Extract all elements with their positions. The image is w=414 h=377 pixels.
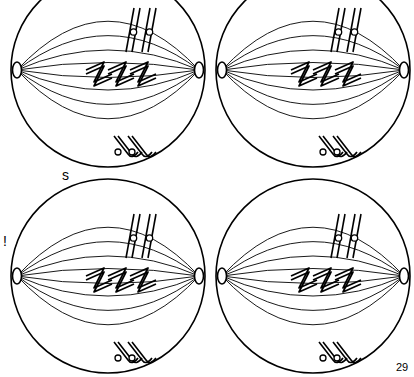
text-fragment: s xyxy=(62,168,69,182)
centromere xyxy=(130,29,136,35)
spindle-fibre xyxy=(222,36,404,70)
spindle-pole xyxy=(13,268,22,284)
spindle-fibre xyxy=(17,276,199,325)
cell-membrane xyxy=(216,0,410,167)
centromere xyxy=(351,235,357,241)
spindle-fibre xyxy=(17,21,199,70)
chromosome xyxy=(130,66,156,86)
chromosome xyxy=(337,342,361,363)
centromere xyxy=(320,149,326,155)
spindle-fibre xyxy=(17,36,199,70)
centromere xyxy=(129,355,135,361)
spindle-fibre xyxy=(222,242,404,276)
chromosome xyxy=(335,272,361,292)
dividing-cell xyxy=(216,0,410,167)
dividing-cell xyxy=(11,179,205,373)
spindle-fibre xyxy=(17,269,199,277)
spindle-pole xyxy=(400,268,409,284)
spindle-pole xyxy=(195,62,204,78)
spindle-fibre xyxy=(17,63,199,71)
page-number: 29 xyxy=(396,362,408,373)
centromere xyxy=(115,149,121,155)
spindle-fibre xyxy=(222,63,404,71)
cell-membrane xyxy=(216,179,410,373)
spindle-fibre xyxy=(17,50,199,70)
text-fragment: ! xyxy=(3,234,7,248)
chromosome xyxy=(86,272,112,292)
spindle-fibre xyxy=(222,70,404,119)
chromosome xyxy=(108,66,134,86)
spindle-pole xyxy=(13,62,22,78)
chromosome xyxy=(291,66,317,86)
centromere xyxy=(130,235,136,241)
chromosome xyxy=(108,272,134,292)
centromere xyxy=(334,149,340,155)
spindle-pole xyxy=(195,268,204,284)
centromere xyxy=(320,355,326,361)
cell-membrane xyxy=(11,0,205,167)
spindle-fibre xyxy=(222,50,404,70)
chromosome xyxy=(313,272,339,292)
spindle-pole xyxy=(218,268,227,284)
spindle-fibre xyxy=(222,227,404,276)
chromosome xyxy=(86,66,112,86)
spindle-fibre xyxy=(222,256,404,276)
dividing-cell xyxy=(11,0,205,167)
spindle-fibre xyxy=(222,276,404,325)
chromosome xyxy=(132,342,156,363)
centromere xyxy=(146,235,152,241)
spindle-fibre xyxy=(17,227,199,276)
dividing-cell xyxy=(216,179,410,373)
chromosome xyxy=(291,272,317,292)
chromosome xyxy=(132,136,156,157)
spindle-fibre xyxy=(17,256,199,276)
chromosome xyxy=(130,272,156,292)
centromere xyxy=(335,29,341,35)
centromere xyxy=(334,355,340,361)
spindle-fibre xyxy=(222,269,404,277)
spindle-fibre xyxy=(17,242,199,276)
centromere xyxy=(129,149,135,155)
chromosome xyxy=(337,136,361,157)
spindle-pole xyxy=(218,62,227,78)
cell-membrane xyxy=(11,179,205,373)
centromere xyxy=(146,29,152,35)
chromosome xyxy=(313,66,339,86)
centromere xyxy=(115,355,121,361)
centromere xyxy=(335,235,341,241)
spindle-fibre xyxy=(17,70,199,119)
centromere xyxy=(351,29,357,35)
chromosome xyxy=(335,66,361,86)
spindle-pole xyxy=(400,62,409,78)
spindle-fibre xyxy=(222,21,404,70)
